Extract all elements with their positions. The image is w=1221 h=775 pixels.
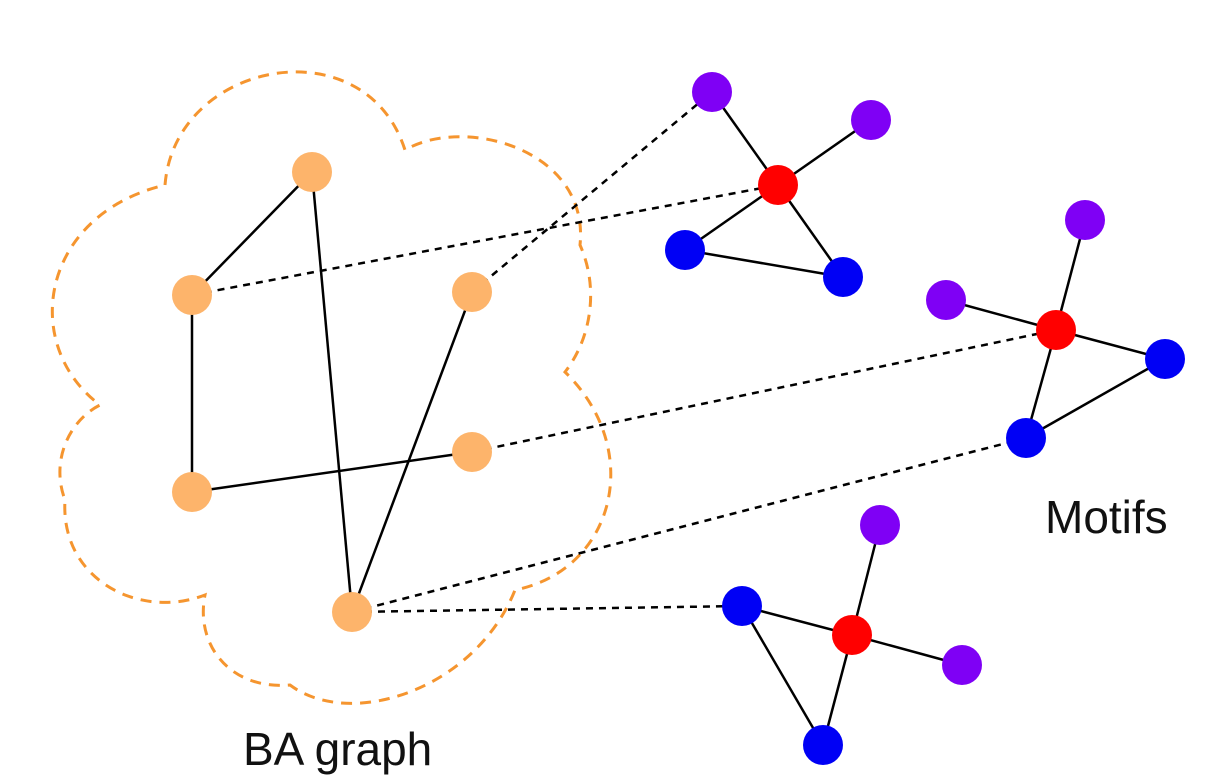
ba-graph-node <box>172 275 212 315</box>
motif-center-node <box>1036 310 1076 350</box>
attachment-edge <box>191 183 779 297</box>
motif-base-node <box>803 725 843 765</box>
ba-graph-edge <box>191 450 473 494</box>
ba-graph-edge <box>350 291 474 613</box>
ba-graph-node <box>172 472 212 512</box>
motif-tip-node <box>851 100 891 140</box>
motif-edge <box>740 605 825 746</box>
ba-graph-node <box>452 432 492 472</box>
motifs-label: Motifs <box>1045 491 1168 543</box>
motif-edge <box>684 248 844 279</box>
motif-base-node <box>1006 418 1046 458</box>
motif-tip-node <box>942 645 982 685</box>
nodes-layer <box>172 72 1185 765</box>
attachment-edge <box>471 91 713 293</box>
ba-graph-cloud-outline <box>51 70 613 705</box>
motif-base-node <box>665 230 705 270</box>
motif-tip-node <box>1065 200 1105 240</box>
ba-graph-label: BA graph <box>243 723 433 775</box>
ba-graph-edge <box>191 171 313 296</box>
motif-base-node <box>1145 339 1185 379</box>
edges-layer <box>190 91 1166 746</box>
motif-tip-node <box>692 72 732 112</box>
ba-graph-node <box>292 152 332 192</box>
motif-base-node <box>823 257 863 297</box>
ba-graph-node <box>452 272 492 312</box>
ba-graph-node <box>332 592 372 632</box>
ba-graph-edge <box>310 171 354 613</box>
motif-edge <box>1025 357 1166 440</box>
motif-base-node <box>722 586 762 626</box>
motif-tip-node <box>860 505 900 545</box>
motif-center-node <box>758 165 798 205</box>
attachment-edge <box>471 328 1057 454</box>
attachment-edge <box>351 436 1027 614</box>
attachment-edges-layer <box>191 91 1057 614</box>
attachment-edge <box>351 604 743 614</box>
motif-tip-node <box>926 280 966 320</box>
motif-center-node <box>832 615 872 655</box>
